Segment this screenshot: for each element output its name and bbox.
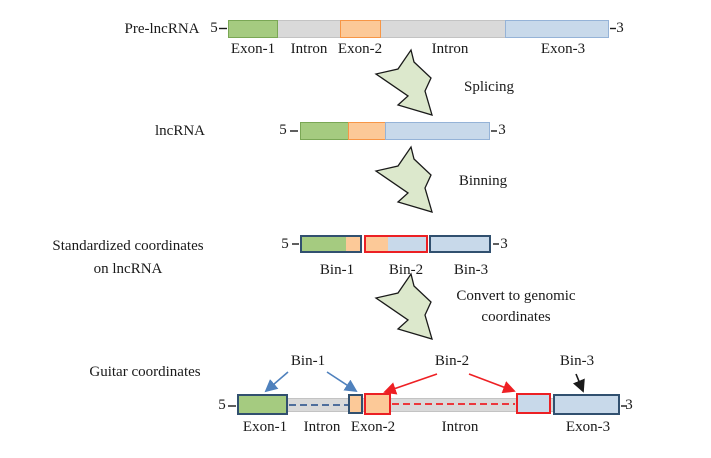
guitar-exon3-bin2-box — [516, 393, 551, 414]
guitar-exon2-caption: Exon-2 — [350, 419, 396, 435]
lncrna-exon1-segment — [300, 122, 349, 140]
guitar-intron1-caption: Intron — [303, 419, 341, 435]
bin1-caption: Bin-1 — [319, 262, 355, 278]
pre-exon1-caption: Exon-1 — [230, 41, 276, 57]
lncrna-3prime-label: 3 — [498, 122, 506, 138]
bin1-callout-arrow-right — [326, 371, 358, 393]
standardized-coordinates-label-line2: on lncRNA — [93, 261, 163, 277]
splicing-arrow-icon — [375, 49, 433, 116]
guitar-exon3-box — [553, 394, 620, 415]
guitar-exon1-caption: Exon-1 — [242, 419, 288, 435]
bin2-exon2-part — [366, 237, 388, 251]
guitar-5prime-label: 5 — [218, 397, 226, 413]
guitar-exon3-caption: Exon-3 — [565, 419, 611, 435]
lncrna-label: lncRNA — [155, 123, 205, 139]
guitar-exon2-bin1-box — [348, 394, 363, 414]
bin1-box — [300, 235, 362, 253]
guitar-intron2-caption: Intron — [441, 419, 479, 435]
pre-intron1-caption: Intron — [290, 41, 328, 57]
pre-lncrna-exon2-segment — [340, 20, 381, 38]
guitar-exon2-bin2-box — [364, 393, 391, 415]
guitar-bin3-callout-label: Bin-3 — [559, 353, 595, 369]
splicing-step-label: Splicing — [463, 79, 515, 95]
bin3-callout-arrow — [572, 373, 585, 393]
pre-lncrna-3prime-label: 3 — [616, 20, 624, 36]
binning-step-label: Binning — [458, 173, 508, 189]
guitar-bin2-callout-label: Bin-2 — [434, 353, 470, 369]
guitar-exon1-box — [237, 394, 288, 415]
lncrna-exon3-segment — [385, 122, 490, 140]
guitar-bin1-callout-label: Bin-1 — [290, 353, 326, 369]
bin1-callout-arrow-left — [264, 371, 289, 393]
pre-lncrna-label: Pre-lncRNA — [124, 21, 200, 37]
convert-step-label-line2: coordinates — [481, 309, 551, 325]
bin2-caption: Bin-2 — [388, 262, 424, 278]
standardized-coordinates-label-line1: Standardized coordinates — [52, 238, 204, 254]
pre-lncrna-exon3-segment — [505, 20, 609, 38]
bin3-caption: Bin-3 — [453, 262, 489, 278]
binning-arrow-icon — [375, 146, 433, 213]
convert-arrow-icon — [375, 273, 433, 340]
bin3-box — [429, 235, 491, 253]
pre-exon3-caption: Exon-3 — [540, 41, 586, 57]
bin1-exon1-part — [302, 237, 346, 251]
std-5prime-label: 5 — [281, 236, 289, 252]
pre-lncrna-exon1-segment — [228, 20, 278, 38]
lncrna-exon2-segment — [348, 122, 386, 140]
pre-intron2-caption: Intron — [431, 41, 469, 57]
bin2-box — [364, 235, 428, 253]
guitar-3prime-label: 3 — [625, 397, 633, 413]
pre-exon2-caption: Exon-2 — [337, 41, 383, 57]
bin2-callout-arrow-left — [383, 373, 438, 395]
bin2-callout-arrow-right — [468, 373, 516, 394]
guitar-coordinates-label: Guitar coordinates — [89, 364, 201, 380]
std-3prime-label: 3 — [500, 236, 508, 252]
lncrna-5prime-label: 5 — [279, 122, 287, 138]
pre-lncrna-5prime-label: 5 — [210, 20, 218, 36]
convert-step-label-line1: Convert to genomic — [456, 288, 576, 304]
